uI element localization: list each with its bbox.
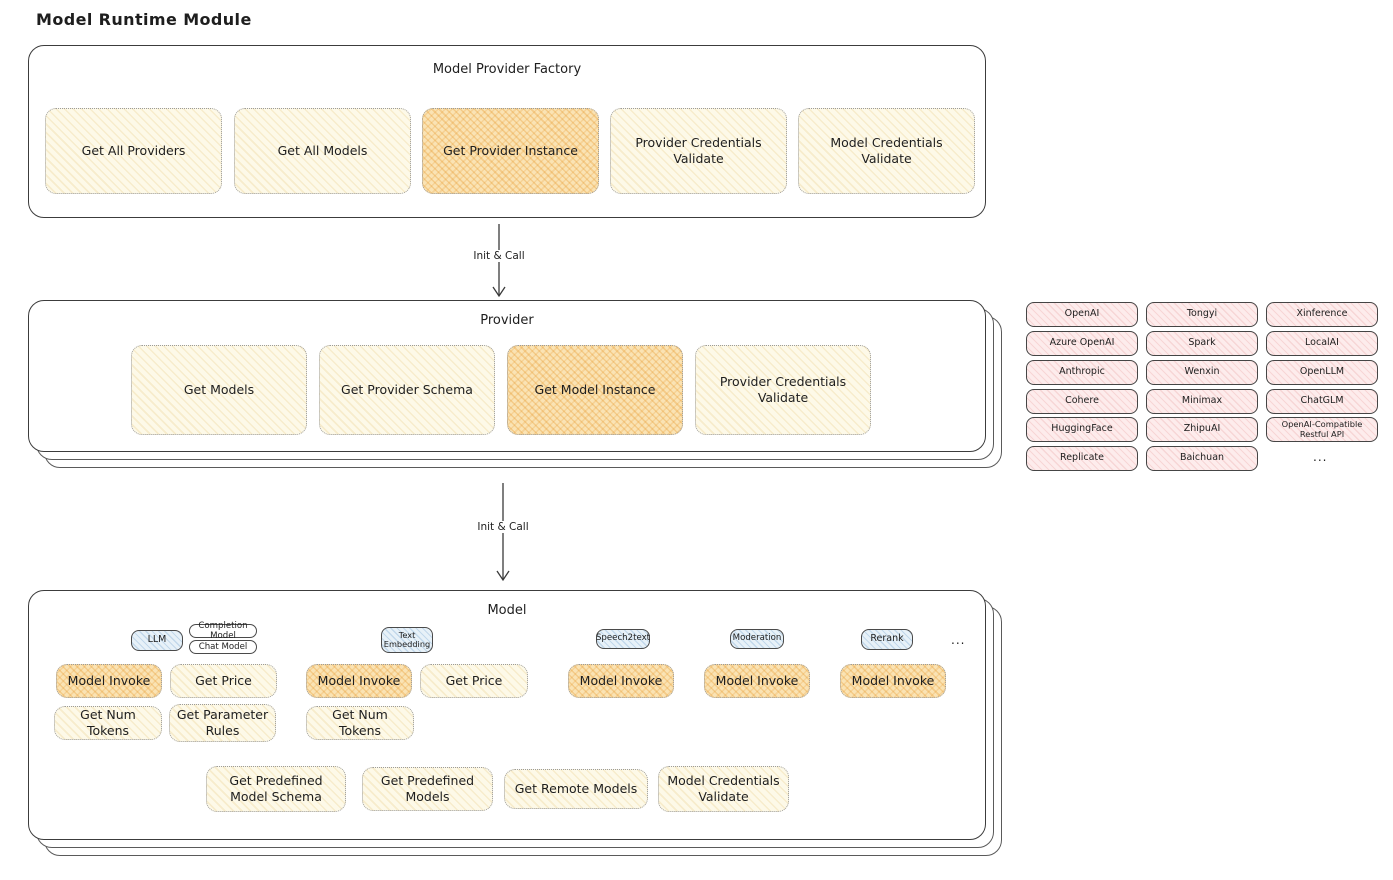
provider-provider-credentials-validate: Provider Credentials Validate — [695, 345, 871, 435]
provider-get-provider-schema: Get Provider Schema — [319, 345, 495, 435]
provider-chip-wenxin: Wenxin — [1146, 360, 1258, 385]
speech2text-model-invoke: Model Invoke — [568, 664, 674, 698]
provider-chip-localai: LocalAI — [1266, 331, 1378, 356]
get-predefined-models: Get Predefined Models — [362, 767, 493, 811]
provider-chip-replicate: Replicate — [1026, 446, 1138, 471]
factory-provider-credentials-validate: Provider Credentials Validate — [610, 108, 787, 194]
tag-llm: LLM — [131, 630, 183, 651]
provider-chip-azure-openai: Azure OpenAI — [1026, 331, 1138, 356]
get-remote-models: Get Remote Models — [504, 769, 648, 809]
tag-moderation: Moderation — [730, 629, 784, 649]
get-predefined-model-schema: Get Predefined Model Schema — [206, 766, 346, 812]
provider-chip-huggingface: HuggingFace — [1026, 417, 1138, 442]
provider-chip-cohere: Cohere — [1026, 389, 1138, 414]
factory-title: Model Provider Factory — [432, 62, 582, 77]
provider-chip-tongyi: Tongyi — [1146, 302, 1258, 327]
init-call-label-1: Init & Call — [467, 250, 531, 262]
model-credentials-validate: Model Credentials Validate — [658, 766, 789, 812]
provider-chip-openllm: OpenLLM — [1266, 360, 1378, 385]
factory-get-provider-instance: Get Provider Instance — [422, 108, 599, 194]
text-embedding-model-invoke: Model Invoke — [306, 664, 412, 698]
text-embedding-get-price: Get Price — [420, 664, 528, 698]
tag-completion-model: Completion Model — [189, 621, 257, 641]
llm-get-num-tokens: Get Num Tokens — [54, 706, 162, 740]
factory-model-credentials-validate: Model Credentials Validate — [798, 108, 975, 194]
llm-get-price: Get Price — [170, 664, 277, 698]
provider-chip-xinference: Xinference — [1266, 302, 1378, 327]
provider-get-models: Get Models — [131, 345, 307, 435]
rerank-model-invoke: Model Invoke — [840, 664, 946, 698]
tag-speech2text: Speech2text — [596, 629, 650, 649]
provider-chip-spark: Spark — [1146, 331, 1258, 356]
provider-box: Provider Get Models Get Provider Schema … — [28, 300, 986, 452]
provider-chip-baichuan: Baichuan — [1146, 446, 1258, 471]
provider-get-model-instance: Get Model Instance — [507, 345, 683, 435]
text-embedding-get-num-tokens: Get Num Tokens — [306, 706, 414, 740]
model-tags-ellipsis: ... — [951, 633, 966, 647]
tag-rerank: Rerank — [861, 629, 913, 650]
provider-chip-openai-compatible: OpenAI-Compatible Restful API — [1266, 417, 1378, 442]
llm-model-invoke: Model Invoke — [56, 664, 162, 698]
model-title: Model — [487, 603, 527, 618]
moderation-model-invoke: Model Invoke — [704, 664, 810, 698]
llm-get-parameter-rules: Get Parameter Rules — [169, 704, 276, 742]
model-box: Model LLM Completion Model Chat Model Te… — [28, 590, 986, 840]
provider-title: Provider — [480, 313, 534, 328]
provider-grid-ellipsis: ... — [1313, 450, 1328, 464]
factory-get-all-providers: Get All Providers — [45, 108, 222, 194]
provider-chip-openai: OpenAI — [1026, 302, 1138, 327]
provider-chip-anthropic: Anthropic — [1026, 360, 1138, 385]
init-call-label-2: Init & Call — [471, 521, 535, 533]
provider-chip-zhipuai: ZhipuAI — [1146, 417, 1258, 442]
tag-chat-model: Chat Model — [189, 640, 257, 654]
factory-get-all-models: Get All Models — [234, 108, 411, 194]
tag-text-embedding: Text Embedding — [381, 627, 433, 653]
provider-chip-minimax: Minimax — [1146, 389, 1258, 414]
factory-box: Model Provider Factory Get All Providers… — [28, 45, 986, 218]
provider-chip-chatglm: ChatGLM — [1266, 389, 1378, 414]
page-title: Model Runtime Module — [36, 10, 252, 29]
